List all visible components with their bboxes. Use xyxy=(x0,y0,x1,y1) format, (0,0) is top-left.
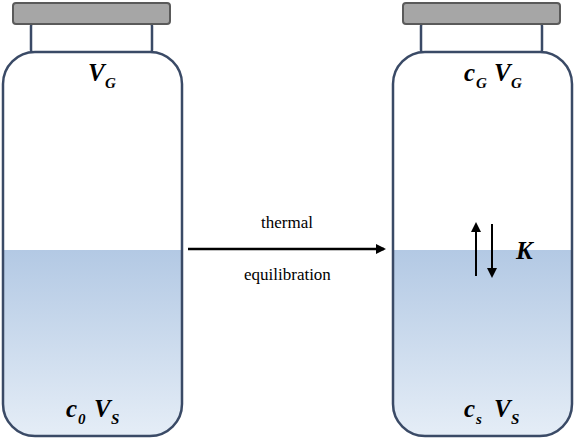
subscript: G xyxy=(476,76,487,91)
vial-right xyxy=(390,3,576,440)
up-arrow xyxy=(475,224,477,276)
process-label: equilibration xyxy=(244,266,331,283)
subscript: 0 xyxy=(78,412,86,427)
volume-symbol: V xyxy=(88,60,105,85)
vial-left xyxy=(0,3,190,440)
concentration-symbol: c xyxy=(464,60,475,85)
subscript: S xyxy=(511,412,519,427)
subscript: G xyxy=(511,76,522,91)
process-label: thermal xyxy=(261,214,313,231)
subscript: S xyxy=(111,412,119,427)
equilibrium-constant: K xyxy=(516,238,533,263)
volume-symbol: V xyxy=(494,396,511,421)
concentration-symbol: c xyxy=(66,396,77,421)
concentration-symbol: c xyxy=(464,396,475,421)
down-arrow xyxy=(491,224,493,276)
volume-symbol: V xyxy=(494,60,511,85)
subscript: G xyxy=(105,76,116,91)
volume-symbol: V xyxy=(94,396,111,421)
process-arrow xyxy=(188,248,384,251)
subscript: s xyxy=(476,412,482,427)
